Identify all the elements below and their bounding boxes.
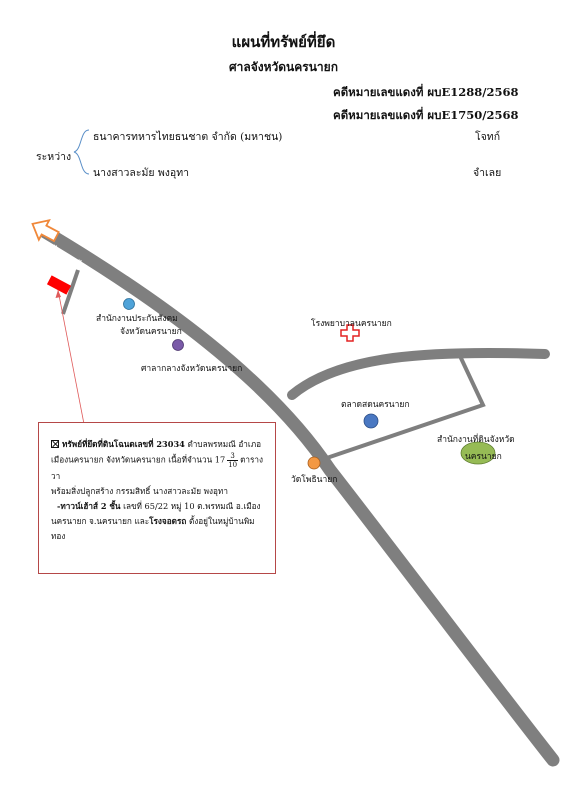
checkbox-icon (51, 440, 59, 448)
east-road (287, 347, 550, 400)
plaintiff-role: โจทก์ (475, 131, 501, 143)
map-title: แผนที่ทรัพย์ที่ยึด (231, 33, 336, 51)
plaintiff-name: ธนาคารทหารไทยธนชาต จำกัด (มหาชน) (93, 131, 283, 143)
social-security-label-2: จังหวัดนครนายก (120, 327, 182, 337)
market-dot (363, 413, 379, 429)
court-name: ศาลจังหวัดนครนายก (229, 60, 338, 74)
property-marker-icon (46, 275, 72, 295)
hospital-label: โรงพยาบาลนครนายก (311, 319, 392, 329)
info-location: ตำบลพรหมณี อำเภอ (187, 439, 262, 449)
info-line-2: เมืองนครนายก จังหวัดนครนายก เนื้อที่จำนว… (51, 452, 264, 481)
provincial-court-label: ศาลากลางจังหวัดนครนายก (141, 364, 243, 374)
land-office-label-2: นครนายก (465, 452, 502, 462)
brace-icon (73, 129, 90, 175)
temple-label: วัดโพธินายก (291, 475, 338, 485)
direction-arrow-icon (31, 218, 60, 243)
info-line-5: นครนายก จ.นครนายก และโรงจอดรถ ตั้งอยู่ใน… (51, 516, 255, 541)
provincial-court-dot (172, 339, 184, 351)
social-security-dot (123, 298, 135, 310)
defendant-name: นางสาวละมัย พงอุทา (93, 167, 190, 179)
pointer-line (57, 289, 85, 425)
side-road (311, 355, 486, 465)
social-security-label: สำนักงานประกันสังคม (96, 314, 178, 324)
land-office-label: สำนักงานที่ดินจังหวัด (437, 435, 515, 445)
info-line-4: -ทาวน์เฮ้าส์ 2 ชั้น เลขที่ 65/22 หมู่ 10… (57, 501, 261, 511)
land-office-dot (460, 441, 496, 465)
property-info-box: ทรัพย์ที่ยึดที่ดินโฉนดเลขที่ 23034 ตำบลพ… (38, 422, 276, 574)
between-label: ระหว่าง (36, 151, 72, 163)
defendant-role: จำเลย (473, 167, 502, 179)
market-label: ตลาดสดนครนายก (341, 400, 410, 410)
case-number-1: คดีหมายเลขแดงที่ ผบE1288/2568 (333, 85, 519, 99)
hospital-cross-icon (340, 324, 360, 342)
info-line-3: พร้อมสิ่งปลูกสร้าง กรรมสิทธิ์ นางสาวละมั… (51, 486, 228, 496)
access-road (61, 269, 80, 315)
case-number-2: คดีหมายเลขแดงที่ ผบE1750/2568 (333, 108, 519, 122)
main-road (35, 223, 560, 767)
info-line-1: ทรัพย์ที่ยึดที่ดินโฉนดเลขที่ 23034 ตำบลพ… (51, 437, 265, 452)
info-deed-number: ทรัพย์ที่ยึดที่ดินโฉนดเลขที่ 23034 (62, 439, 185, 449)
temple-dot (307, 456, 321, 470)
